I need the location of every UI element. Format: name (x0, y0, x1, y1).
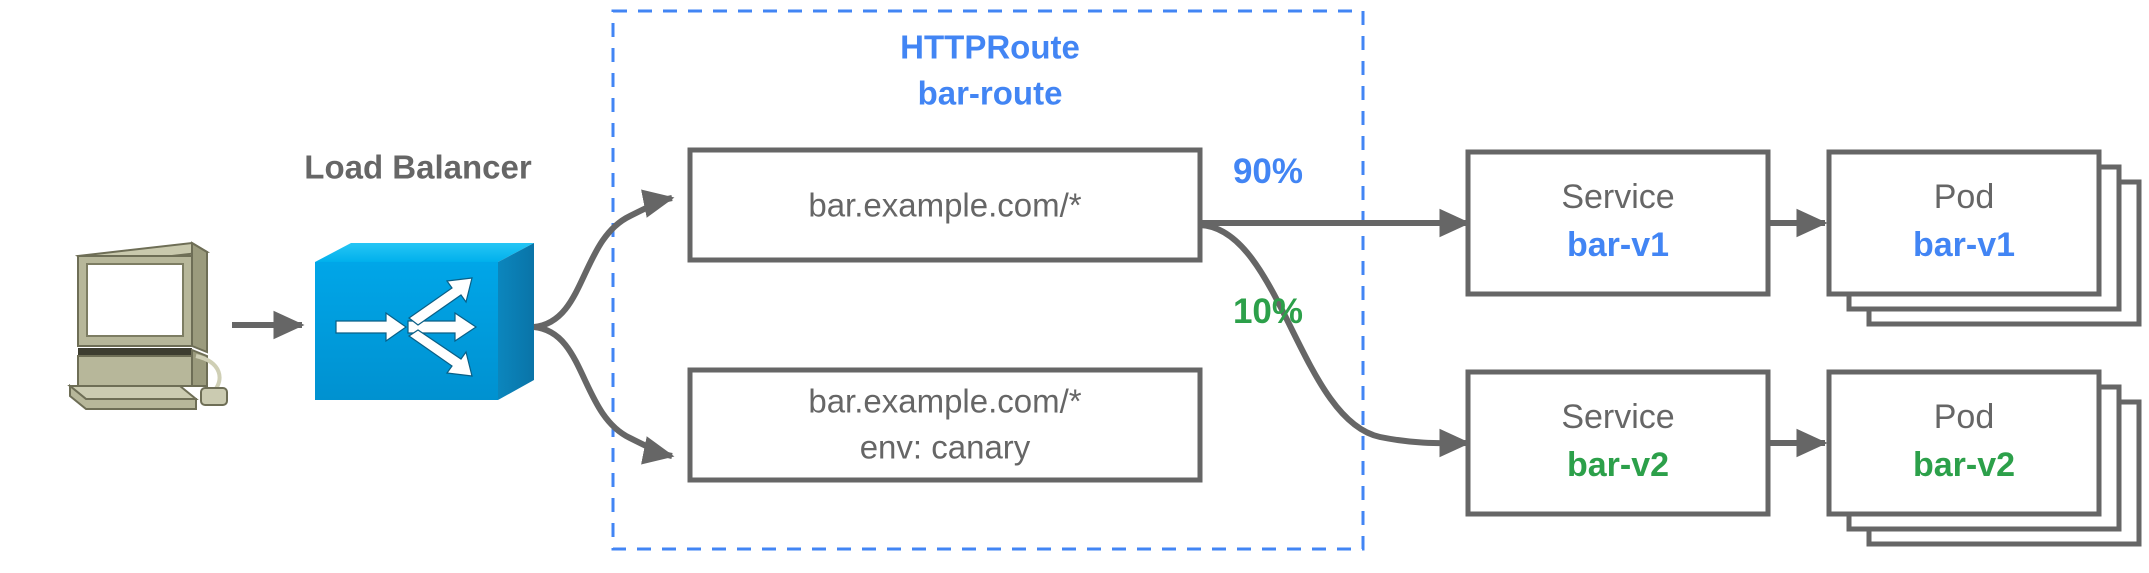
rule-box-canary[interactable]: bar.example.com/* env: canary (687, 367, 1203, 483)
pod-bar-v2-name: bar-v2 (1913, 446, 2015, 484)
pod-bar-v2-kind: Pod (1934, 398, 1995, 436)
arrow-lb-to-rule-primary (533, 189, 675, 330)
pod-stack-bar-v1[interactable]: Pod bar-v1 (1826, 149, 2142, 327)
httproute-dashed-container (611, 9, 1365, 551)
httproute-kind-label: HTTPRoute (900, 29, 1080, 66)
rule-box-primary[interactable]: bar.example.com/* (687, 147, 1203, 263)
service-box-bar-v2[interactable]: Service bar-v2 (1465, 369, 1771, 517)
service-box-bar-v1[interactable]: Service bar-v1 (1465, 149, 1771, 297)
pod-bar-v1-replica-1[interactable] (1826, 149, 2102, 297)
arrow-lb-to-rule-canary (533, 324, 675, 465)
weight-label-10: 10% (1233, 292, 1303, 331)
httproute-name-label: bar-route (918, 75, 1063, 112)
service-bar-v2-name: bar-v2 (1567, 446, 1669, 484)
pod-stack-bar-v2[interactable]: Pod bar-v2 (1826, 369, 2142, 547)
pod-bar-v1-name: bar-v1 (1913, 226, 2015, 264)
desktop-computer-icon (67, 241, 228, 410)
service-bar-v1-kind: Service (1561, 178, 1674, 216)
weight-label-90: 90% (1233, 152, 1303, 191)
load-balancer-label: Load Balancer (304, 149, 532, 186)
pod-bar-v2-replica-1[interactable] (1826, 369, 2102, 517)
load-balancer-router-icon (315, 243, 534, 400)
rule-primary-line-1: bar.example.com/* (808, 187, 1081, 224)
pod-bar-v1-kind: Pod (1934, 178, 1995, 216)
service-bar-v1-name: bar-v1 (1567, 226, 1669, 264)
service-bar-v2-kind: Service (1561, 398, 1674, 436)
rule-canary-line-1: bar.example.com/* (808, 383, 1081, 420)
arrow-10-percent-to-service-bar-v2 (1199, 222, 1471, 458)
rule-canary-line-2: env: canary (860, 429, 1031, 466)
